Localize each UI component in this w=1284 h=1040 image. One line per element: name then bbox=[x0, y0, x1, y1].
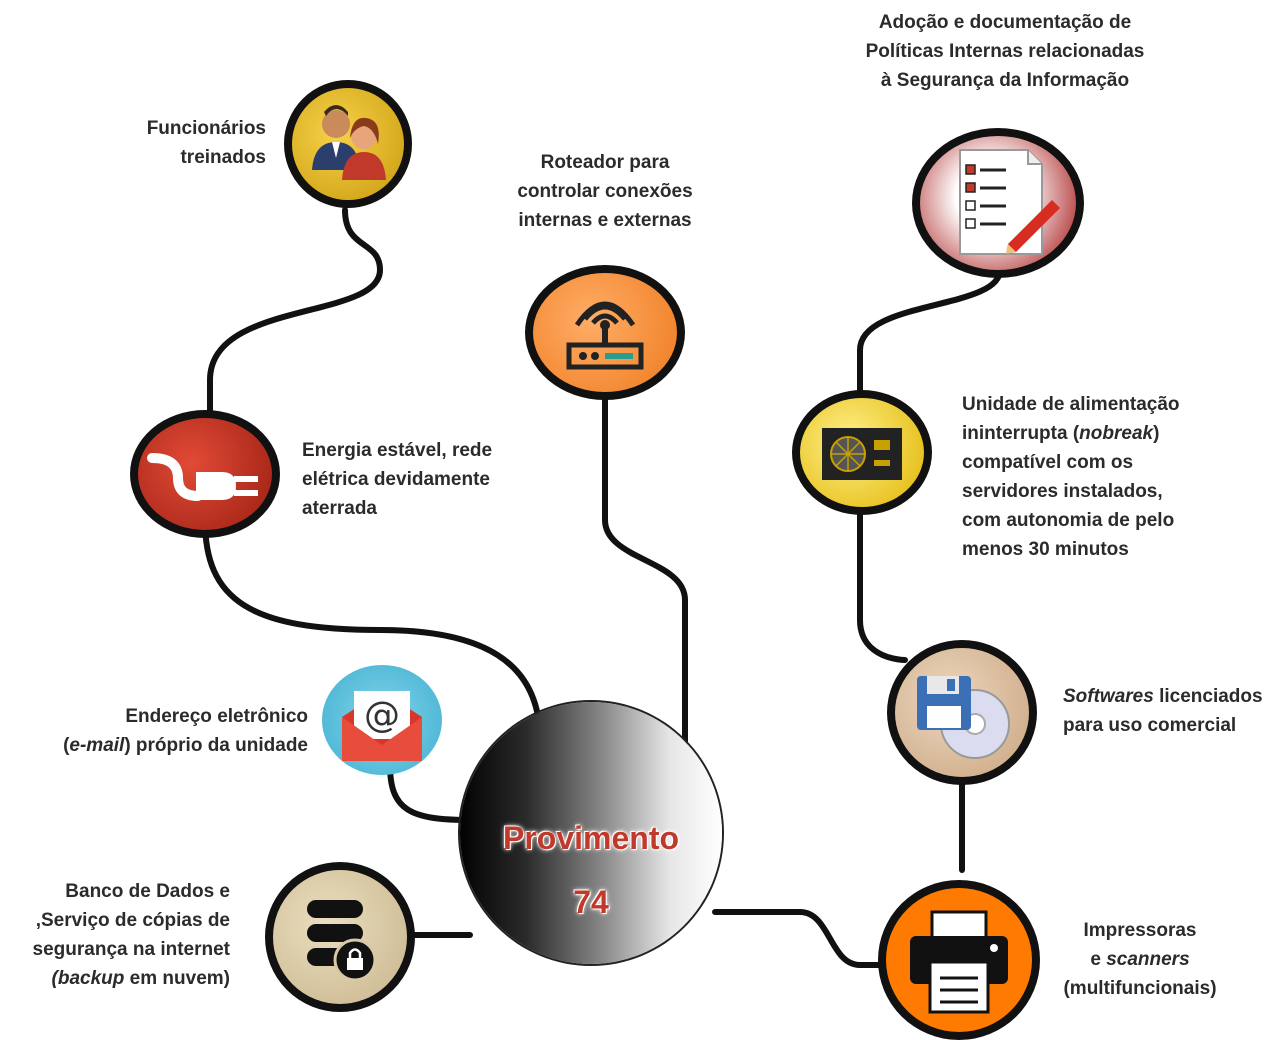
database-label-line: segurança na internet bbox=[0, 935, 230, 964]
database-lock-icon bbox=[307, 900, 377, 982]
email-label-line: (e-mail) próprio da unidade bbox=[60, 731, 308, 760]
software-label: Softwares licenciados para uso comercial bbox=[1063, 682, 1284, 740]
ups-label: Unidade de alimentação ininterrupta (nob… bbox=[962, 390, 1242, 564]
hub-title: Provimento bbox=[502, 820, 680, 856]
printer-label: Impressoras e scanners (multifuncionais) bbox=[1045, 916, 1235, 1003]
power-node bbox=[130, 410, 280, 538]
database-label-line: ,Serviço de cópias de bbox=[35, 910, 230, 931]
power-label-line: aterrada bbox=[302, 498, 377, 519]
router-label-line: internas e externas bbox=[518, 210, 692, 231]
staff-label: Funcionários treinados bbox=[60, 114, 266, 172]
staff-label-line: Funcionários bbox=[146, 118, 266, 139]
staff-node bbox=[284, 80, 412, 208]
router-node bbox=[525, 265, 685, 400]
wire-policies-ups bbox=[857, 267, 1003, 398]
ups-node bbox=[792, 390, 932, 515]
database-label-line: (backup em nuvem) bbox=[0, 964, 230, 993]
ups-label-line: servidores instalados, bbox=[962, 481, 1163, 502]
email-label: Endereço eletrônico (e-mail) próprio da … bbox=[60, 702, 308, 760]
email-label-text: ) próprio da unidade bbox=[124, 735, 308, 756]
staff-people-icon bbox=[312, 105, 386, 180]
power-label-line: elétrica devidamente bbox=[302, 469, 490, 490]
svg-text:@: @ bbox=[364, 695, 400, 736]
router-icon bbox=[566, 301, 644, 370]
ups-label-line: com autonomia de pelo bbox=[962, 510, 1175, 531]
database-label: Banco de Dados e ,Serviço de cópias de s… bbox=[0, 877, 230, 993]
software-label-line: para uso comercial bbox=[1063, 715, 1237, 736]
printer-label-line: (multifuncionais) bbox=[1063, 978, 1217, 999]
wire-hub-printer bbox=[712, 909, 888, 968]
power-label: Energia estável, rede elétrica devidamen… bbox=[302, 436, 542, 523]
policies-label-line: Políticas Internas relacionadas bbox=[865, 41, 1145, 62]
power-plug-icon bbox=[147, 453, 258, 501]
database-label-text: segurança na bbox=[32, 939, 161, 960]
printer-label-emphasis: scanners bbox=[1106, 949, 1190, 970]
router-label-line: controlar conexões bbox=[517, 181, 693, 202]
database-label-strong: internet bbox=[160, 939, 230, 960]
database-node bbox=[265, 862, 415, 1012]
hub-number: 74 bbox=[573, 884, 609, 920]
power-label-line: Energia estável, rede bbox=[302, 440, 493, 461]
software-label-text: licenciados bbox=[1153, 686, 1263, 707]
ups-label-line: menos 30 minutos bbox=[962, 539, 1129, 560]
email-label-text: ( bbox=[63, 735, 70, 756]
ups-label-line: ininterrupta (nobreak) bbox=[962, 419, 1242, 448]
email-envelope-icon: @ bbox=[342, 691, 422, 761]
central-hub: Provimento 74 bbox=[460, 702, 722, 964]
ups-label-line: Unidade de alimentação bbox=[962, 394, 1180, 415]
software-label-emphasis: Softwares bbox=[1063, 686, 1154, 707]
ups-label-line: compatível com os bbox=[962, 452, 1134, 473]
router-label-line: Roteador para bbox=[540, 152, 670, 173]
wire-router-hub bbox=[602, 392, 688, 763]
staff-label-line: treinados bbox=[180, 147, 266, 168]
wire-staff-power bbox=[207, 207, 384, 423]
policies-label-line: à Segurança da Informação bbox=[880, 70, 1130, 91]
printer-node bbox=[878, 880, 1040, 1040]
policies-label: Adoção e documentação de Políticas Inter… bbox=[840, 8, 1170, 95]
power-supply-icon bbox=[822, 428, 902, 480]
wire-power-hub bbox=[202, 517, 543, 743]
printer-label-line: Impressoras bbox=[1083, 920, 1197, 941]
software-label-line: Softwares licenciados bbox=[1063, 682, 1284, 711]
ups-label-text: ininterrupta ( bbox=[962, 423, 1080, 444]
checklist-document-icon bbox=[959, 149, 1060, 255]
ups-label-emphasis: nobreak bbox=[1079, 423, 1154, 444]
wire-ups-software bbox=[857, 502, 908, 663]
database-label-text: em nuvem) bbox=[124, 968, 230, 989]
floppy-cd-icon bbox=[917, 676, 1010, 759]
router-label: Roteador para controlar conexões interna… bbox=[490, 148, 720, 235]
email-label-emphasis: e-mail bbox=[69, 735, 125, 756]
ups-label-text: ) bbox=[1153, 423, 1160, 444]
software-node bbox=[887, 640, 1037, 785]
email-label-line: Endereço eletrônico bbox=[125, 706, 308, 727]
printer-label-line: e scanners bbox=[1045, 945, 1235, 974]
email-node: @ bbox=[322, 665, 442, 775]
printer-icon bbox=[910, 910, 1008, 1014]
wire-email-hub bbox=[387, 762, 473, 823]
policies-label-line: Adoção e documentação de bbox=[878, 12, 1132, 33]
printer-label-text: e bbox=[1090, 949, 1107, 970]
database-label-emphasis: (backup bbox=[51, 968, 125, 989]
database-label-line: Banco de Dados e bbox=[65, 881, 230, 902]
policies-node bbox=[912, 128, 1084, 278]
